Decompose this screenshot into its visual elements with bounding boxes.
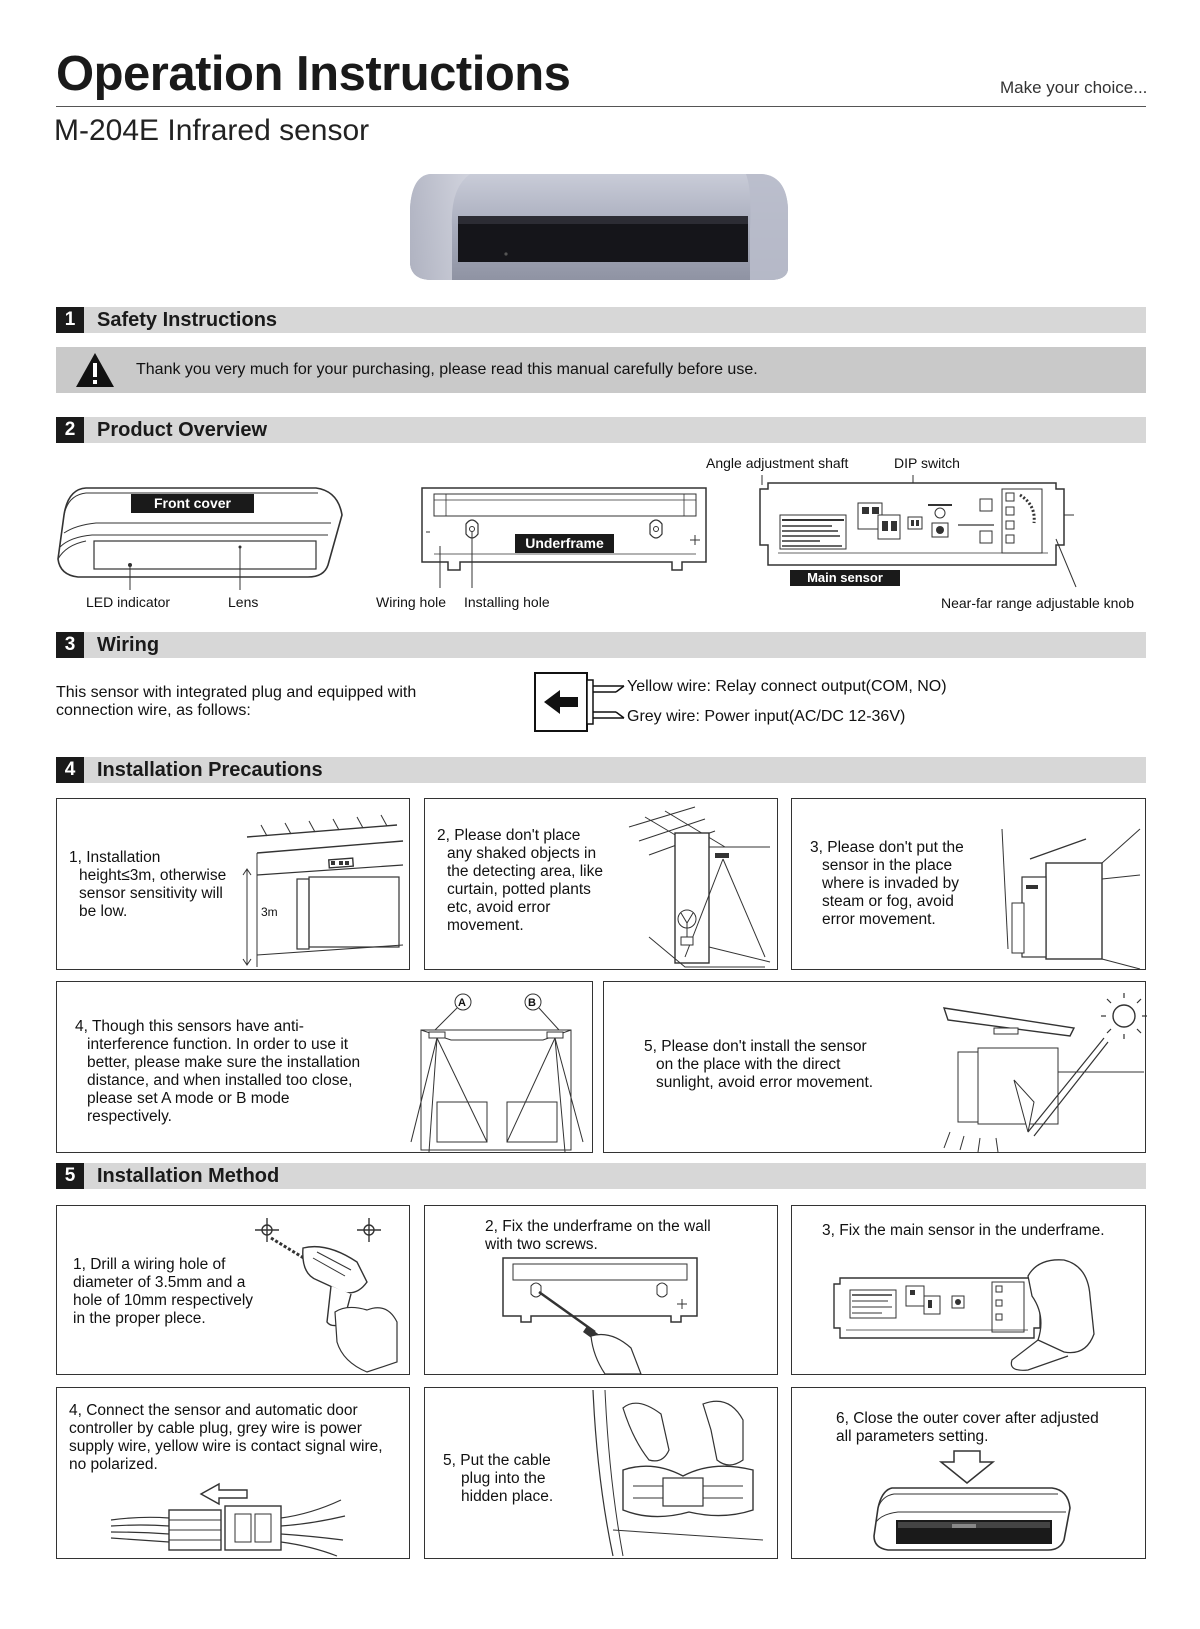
safety-text: Thank you very much for your purchasing,… (136, 361, 758, 378)
section-title: Safety Instructions (97, 309, 278, 331)
ab-mode-illustration (410, 993, 584, 1153)
precaution-panel-3: 3, Please don't put the sensor in the pl… (791, 798, 1146, 970)
method-5-text: 5, Put the cable plug into the hidden pl… (443, 1452, 554, 1505)
closed-sensor-illustration (873, 1487, 1071, 1551)
down-arrow-icon (938, 1450, 996, 1484)
front-cover-tag: Front cover (131, 494, 254, 513)
grey-wire-text: Grey wire: Power input(AC/DC 12-36V) (627, 708, 906, 725)
product-photo (410, 174, 788, 280)
title-divider (56, 106, 1146, 107)
drill-illustration (255, 1218, 398, 1373)
product-subtitle: M-204E Infrared sensor (54, 114, 370, 147)
fix-underframe-illustration (502, 1257, 698, 1375)
method-panel-6: 6, Close the outer cover after adjusted … (791, 1387, 1146, 1559)
mode-a-label: A (458, 997, 466, 1009)
method-panel-5: 5, Put the cable plug into the hidden pl… (424, 1387, 778, 1559)
wiring-intro-line1: This sensor with integrated plug and equ… (56, 684, 417, 701)
range-knob-label: Near-far range adjustable knob (941, 595, 1135, 611)
lens-label: Lens (228, 594, 259, 610)
section-number: 2 (56, 417, 84, 443)
hide-cable-illustration (592, 1389, 764, 1557)
steam-fog-illustration (1001, 828, 1141, 970)
precaution-4-text: 4, Though this sensors have anti- interf… (75, 1018, 361, 1125)
yellow-wire-text: Yellow wire: Relay connect output(COM, N… (627, 678, 947, 695)
sunlight-illustration (942, 993, 1147, 1153)
section-title: Product Overview (97, 419, 268, 441)
mode-b-label: B (528, 997, 536, 1009)
underframe-drawing (421, 487, 707, 588)
height-3m-label: 3m (261, 905, 278, 919)
safety-notice (56, 347, 1146, 393)
led-indicator-label: LED indicator (86, 594, 171, 610)
precaution-panel-2: 2, Please don't place any shaked objects… (424, 798, 778, 970)
page-title: Operation Instructions (56, 47, 571, 101)
precaution-3-text: 3, Please don't put the sensor in the pl… (810, 839, 964, 928)
method-panel-4: 4, Connect the sensor and automatic door… (56, 1387, 410, 1559)
precaution-1-text: 1, Installation height≤3m, otherwise sen… (69, 849, 227, 920)
method-panel-2: 2, Fix the underframe on the wall with t… (424, 1205, 778, 1375)
wiring-hole-label: Wiring hole (376, 594, 447, 610)
section-number: 1 (56, 307, 84, 333)
fix-main-sensor-illustration (833, 1259, 1095, 1371)
ceiling-height-illustration (242, 814, 404, 967)
method-panel-3: 3, Fix the main sensor in the underframe… (791, 1205, 1146, 1375)
tagline: Make your choice... (1000, 78, 1148, 97)
method-panel-1: 1, Drill a wiring hole of diameter of 3.… (56, 1205, 410, 1375)
underframe-tag: Underframe (515, 534, 614, 553)
section-header-safety: 1 Safety Instructions (56, 307, 1146, 333)
precaution-5-text: 5, Please don't install the sensor on th… (644, 1038, 874, 1091)
section-header-overview: 2 Product Overview (56, 417, 1146, 443)
section-header-precautions: 4 Installation Precautions (56, 757, 1146, 783)
section-title: Wiring (97, 634, 160, 656)
precaution-panel-5: 5, Please don't install the sensor on th… (603, 981, 1147, 1153)
precaution-panel-4: 4, Though this sensors have anti- interf… (56, 981, 593, 1153)
method-4-text: 4, Connect the sensor and automatic door… (69, 1402, 383, 1473)
method-3-text: 3, Fix the main sensor in the underframe… (822, 1222, 1105, 1239)
main-sensor-drawing (759, 475, 1077, 588)
section-header-wiring: 3 Wiring (56, 632, 1146, 658)
precaution-2-text: 2, Please don't place any shaked objects… (437, 827, 603, 934)
section-header-method: 5 Installation Method (56, 1163, 1146, 1189)
method-1-text: 1, Drill a wiring hole of diameter of 3.… (73, 1256, 254, 1327)
angle-shaft-label: Angle adjustment shaft (706, 455, 849, 471)
curtain-plants-illustration (628, 806, 771, 968)
main-sensor-tag: Main sensor (790, 570, 900, 586)
warning-icon (76, 353, 114, 387)
section-number: 4 (56, 757, 84, 783)
wiring-intro-line2: connection wire, as follows: (56, 702, 251, 719)
section-title: Installation Method (97, 1165, 280, 1187)
section-title: Installation Precautions (97, 759, 323, 781)
method-6-text: 6, Close the outer cover after adjusted … (836, 1410, 1099, 1445)
section-number: 3 (56, 632, 84, 658)
connector-plug-icon (534, 672, 625, 732)
section-number: 5 (56, 1163, 84, 1189)
precaution-panel-1: 1, Installation height≤3m, otherwise sen… (56, 798, 410, 970)
method-2-text: 2, Fix the underframe on the wall with t… (485, 1218, 711, 1253)
installing-hole-label: Installing hole (464, 594, 550, 610)
dip-switch-label: DIP switch (894, 455, 960, 471)
cable-plug-connection-illustration (110, 1482, 346, 1557)
front-cover-drawing (57, 487, 343, 590)
